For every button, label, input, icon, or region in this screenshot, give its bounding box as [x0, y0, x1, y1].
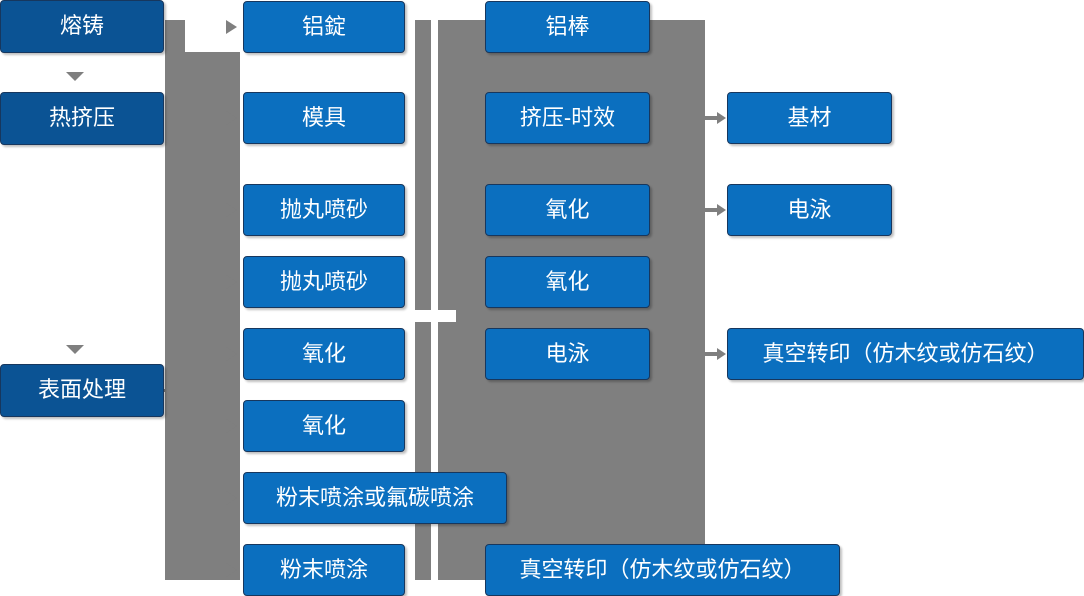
node-substage-electrophoresis[interactable]: 电泳 — [485, 328, 650, 380]
node-stage-melting-casting[interactable]: 熔铸 — [0, 0, 164, 53]
connector-mid-bar-left — [415, 20, 431, 580]
node-process-mould[interactable]: 模具 — [243, 92, 405, 144]
node-bottom-vacuum-transfer[interactable]: 真空转印（仿木纹或仿石纹） — [485, 544, 840, 596]
arrow-to-aluminum-ingot — [226, 20, 237, 34]
arrow-to-oxidation-1 — [226, 347, 237, 361]
node-process-shot-blasting-1[interactable]: 抛丸喷砂 — [243, 184, 405, 236]
arrow-to-powder-or-pvdf-coating — [226, 491, 237, 505]
node-output-electrophoresis[interactable]: 电泳 — [727, 184, 892, 236]
connector-mid-bar-right — [438, 20, 456, 580]
arrow-to-electrophoresis — [705, 204, 726, 216]
arrow-to-mould — [226, 111, 237, 125]
node-substage-extrusion-aging[interactable]: 挤压-时效 — [485, 92, 650, 144]
node-output-vacuum-transfer[interactable]: 真空转印（仿木纹或仿石纹） — [727, 328, 1084, 380]
node-substage-oxidation-2[interactable]: 氧化 — [485, 256, 650, 308]
node-process-powder-coating[interactable]: 粉末喷涂 — [243, 544, 405, 596]
connector-stub-surface-treatment — [163, 389, 187, 392]
arrow-to-oxidation-2 — [226, 419, 237, 433]
node-process-oxidation-2[interactable]: 氧化 — [243, 400, 405, 452]
arrow-to-shot-blasting-1 — [226, 203, 237, 217]
node-stage-hot-extrusion[interactable]: 热挤压 — [0, 92, 164, 145]
node-process-aluminum-ingot[interactable]: 铝錠 — [243, 1, 405, 53]
node-process-oxidation-1[interactable]: 氧化 — [243, 328, 405, 380]
connector-down-arrow-2 — [66, 345, 84, 354]
node-process-shot-blasting-2[interactable]: 抛丸喷砂 — [243, 256, 405, 308]
connector-left-narrow-bar — [165, 20, 185, 580]
node-substage-oxidation-1[interactable]: 氧化 — [485, 184, 650, 236]
connector-down-arrow-1 — [66, 72, 84, 81]
connector-mid-gap — [431, 20, 438, 580]
arrow-to-shot-blasting-2 — [226, 275, 237, 289]
arrow-to-vacuum-transfer — [705, 348, 726, 360]
connector-mid-gap-block — [415, 310, 456, 322]
arrow-to-base-material — [705, 112, 726, 124]
node-process-powder-or-pvdf-coating[interactable]: 粉末喷涂或氟碳喷涂 — [243, 472, 507, 524]
arrow-to-powder-coating — [226, 563, 237, 577]
node-output-base-material[interactable]: 基材 — [727, 92, 892, 144]
node-stage-surface-treatment[interactable]: 表面处理 — [0, 364, 164, 417]
node-substage-aluminum-bar[interactable]: 铝棒 — [485, 1, 650, 53]
